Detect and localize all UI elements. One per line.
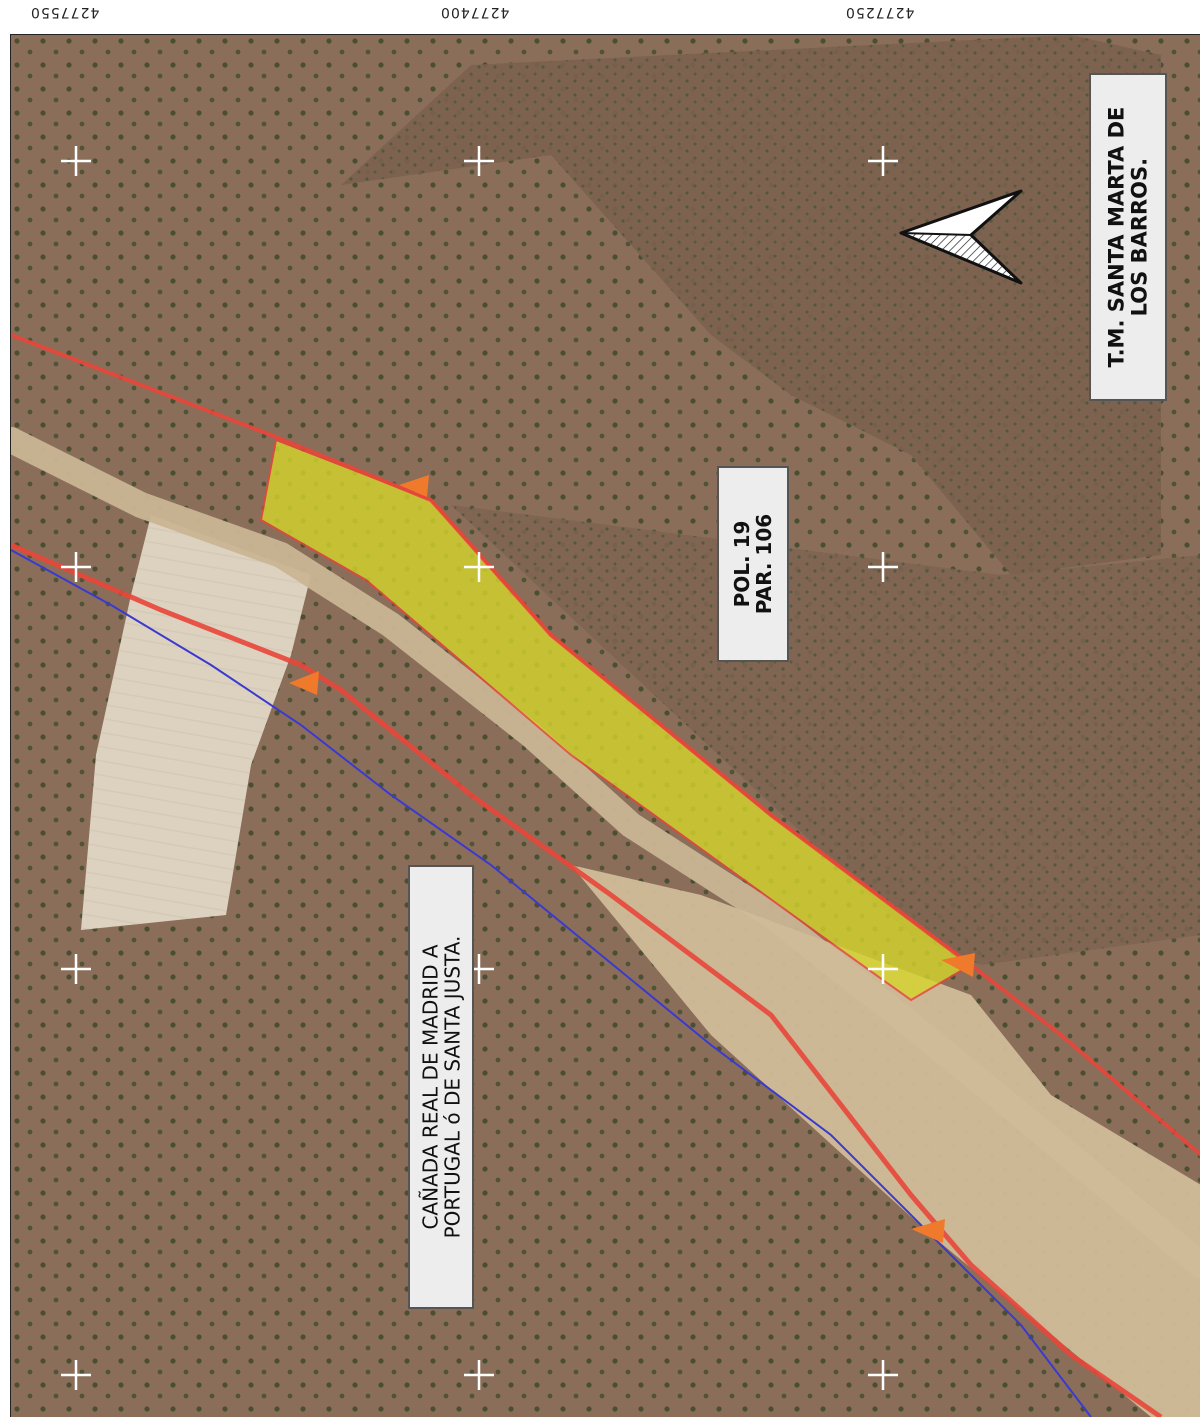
parcel-label: POL. 19 PAR. 106 — [717, 466, 789, 662]
boundary-marker-icon — [289, 671, 319, 695]
canada-label: CAÑADA REAL DE MADRID A PORTUGAL ó DE SA… — [408, 865, 474, 1309]
waterway-line — [11, 549, 1092, 1417]
parcel-label-line-2: PAR. 106 — [752, 513, 777, 615]
coord-label-3: 4277250 — [845, 4, 915, 20]
coord-label-2: 4277400 — [440, 4, 510, 20]
parcel-label-line-1: POL. 19 — [730, 520, 755, 608]
grove-pattern-right — [451, 505, 1200, 965]
canada-label-line-1: CAÑADA REAL DE MADRID A — [418, 944, 443, 1230]
map-frame[interactable]: POL. 19 PAR. 106 T.M. SANTA MARTA DE LOS… — [10, 34, 1200, 1417]
municipality-label-line-2: LOS BARROS. — [1127, 157, 1152, 317]
coord-label-1: 4277550 — [30, 4, 100, 20]
boundary-line-north — [11, 333, 1200, 1157]
boundary-line-south — [11, 542, 1163, 1417]
boundary-marker-icon — [941, 953, 975, 977]
map-canvas[interactable] — [11, 35, 1200, 1417]
municipality-label: T.M. SANTA MARTA DE LOS BARROS. — [1089, 73, 1167, 401]
boundary-marker-icon — [911, 1219, 945, 1243]
ploughed-field-furrows — [81, 515, 311, 930]
dense-grove-pattern — [341, 35, 1161, 575]
boundary-marker-icon — [399, 475, 429, 497]
canada-label-line-2: PORTUGAL ó DE SANTA JUSTA. — [440, 935, 465, 1239]
north-arrow-icon — [899, 189, 1023, 285]
municipality-label-line-1: T.M. SANTA MARTA DE — [1103, 106, 1128, 368]
canada-track — [571, 865, 1200, 1417]
